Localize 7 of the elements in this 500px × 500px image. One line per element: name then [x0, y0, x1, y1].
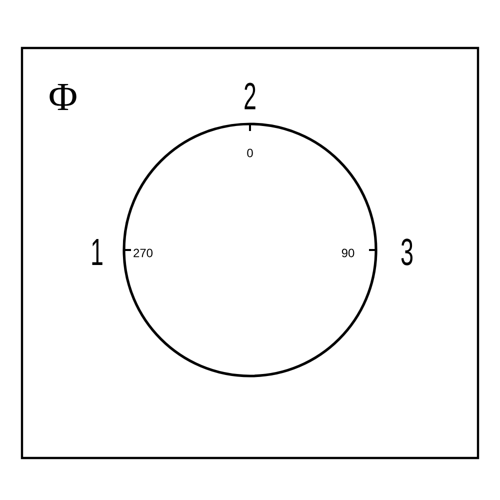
position-number: 3: [401, 238, 412, 266]
symbol-label: Φ: [50, 84, 76, 110]
position-number: 2: [244, 82, 256, 110]
angle-label: 90: [342, 248, 354, 258]
angle-label: 0: [247, 148, 253, 158]
position-number: 1: [92, 238, 102, 266]
angle-label: 270: [134, 248, 152, 258]
